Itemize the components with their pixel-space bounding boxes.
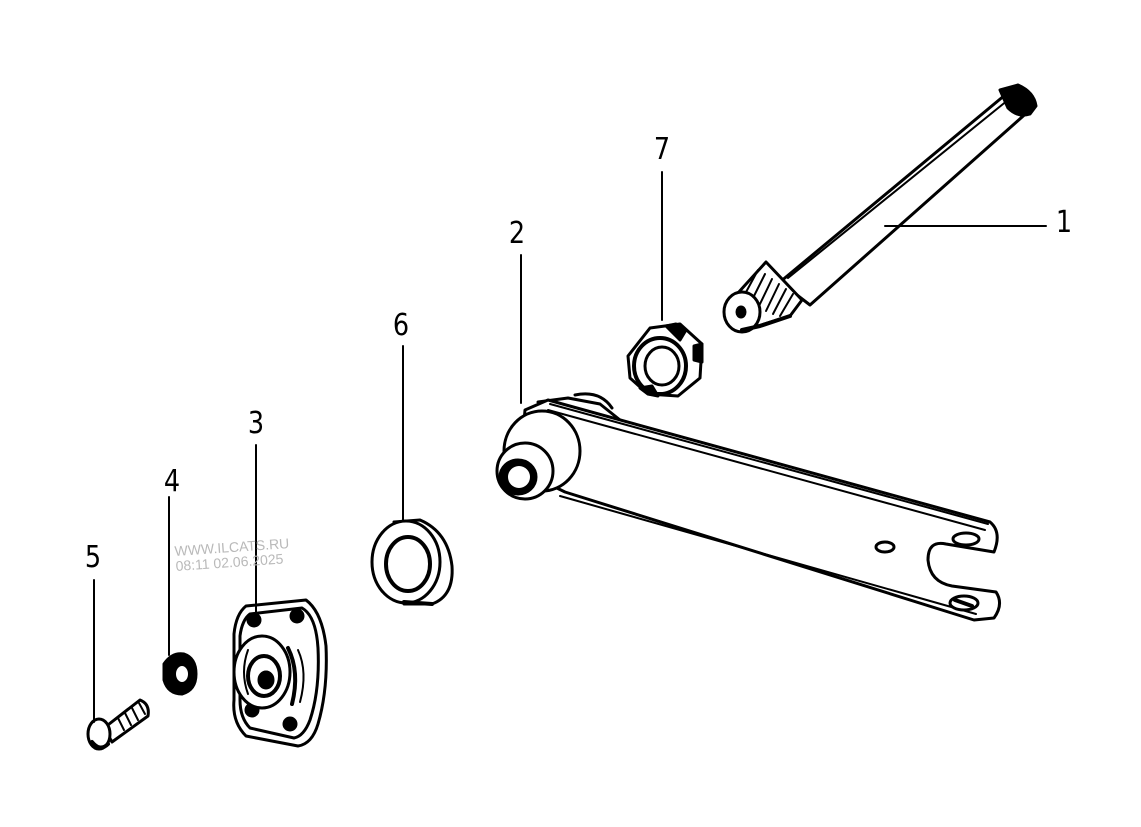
shaft-part xyxy=(722,83,1038,334)
callout-4: 4 xyxy=(163,464,181,499)
bushing-part xyxy=(370,518,454,606)
callout-5: 5 xyxy=(84,540,102,575)
callout-2: 2 xyxy=(508,216,526,251)
callout-3: 3 xyxy=(247,406,265,441)
screw-part xyxy=(86,698,150,751)
callout-7: 7 xyxy=(653,132,671,167)
callout-1: 1 xyxy=(1055,205,1073,240)
washer-part xyxy=(162,652,198,696)
flange-plate-part xyxy=(232,598,328,748)
callout-6: 6 xyxy=(392,308,410,343)
arm-part xyxy=(495,392,1001,622)
nut-part xyxy=(626,322,704,398)
leader-lines xyxy=(93,171,1047,723)
